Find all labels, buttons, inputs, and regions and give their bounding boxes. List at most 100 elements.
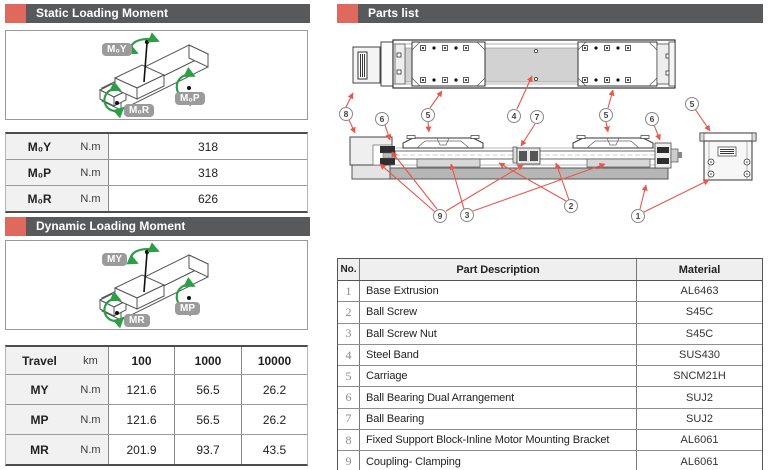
dynamic-moment-diagram: MY MP MR — [5, 240, 308, 330]
coupling-clamp — [380, 158, 395, 165]
yaw-moment-badge: MY — [102, 253, 127, 266]
svg-text:2: 2 — [569, 201, 574, 211]
moment-diagram-figure — [98, 32, 210, 119]
row-value: 201.9 — [109, 435, 175, 464]
part-desc: Carriage — [360, 366, 637, 387]
row-label: MP — [6, 405, 73, 434]
part-desc: Ball Screw Nut — [360, 323, 637, 344]
actuator-side-view — [349, 135, 682, 180]
row-unit: N.m — [73, 405, 109, 434]
part-no: 7 — [338, 408, 360, 430]
svg-text:3: 3 — [465, 210, 470, 220]
table-row: M₀R N.m 626 — [6, 186, 307, 211]
svg-text:8: 8 — [344, 109, 349, 119]
row-value: 56.5 — [175, 375, 242, 404]
table-row: MY N.m 121.6 56.5 26.2 — [6, 375, 307, 405]
row-label: MR — [6, 435, 73, 464]
svg-text:4: 4 — [512, 111, 517, 121]
part-material: SNCM21H — [673, 370, 726, 383]
part-desc: Fixed Support Block-Inline Motor Mountin… — [360, 430, 637, 451]
ball-screw-nut-block — [512, 146, 541, 165]
base-extrusion — [389, 167, 669, 180]
pitch-axis-dot — [187, 86, 191, 90]
svg-text:7: 7 — [535, 112, 540, 122]
row-value: 318 — [197, 165, 219, 180]
row-value: 26.2 — [262, 382, 287, 397]
row-label: M₀Y — [6, 134, 73, 159]
actuator-top-view — [352, 39, 676, 89]
callout-6: 6 — [645, 112, 659, 126]
header-col: 100 — [109, 347, 175, 374]
row-unit: N.m — [73, 134, 109, 159]
table-row: 8 Fixed Support Block-Inline Motor Mount… — [338, 430, 762, 452]
part-no: 5 — [338, 366, 360, 387]
row-value: 56.5 — [175, 405, 242, 434]
table-row: 4 Steel Band SUS430 — [338, 344, 762, 367]
part-material: AL6061 — [680, 455, 719, 468]
header-col: 1000 — [175, 347, 242, 374]
roll-axis-dot — [115, 311, 119, 315]
callout-leader-lines — [345, 75, 711, 213]
callout-4: 4 — [507, 109, 521, 123]
row-unit: N.m — [73, 435, 109, 464]
static-moment-diagram: M₀Y M₀P M₀R — [5, 30, 308, 120]
table-row: MP N.m 121.6 56.5 26.2 — [6, 405, 307, 435]
table-row: 2 Ball Screw S45C — [338, 302, 762, 324]
svg-text:1: 1 — [636, 211, 641, 221]
pitch-axis-dot — [187, 296, 191, 300]
parts-table-header: No. Part Description Material — [338, 259, 762, 281]
part-no: 4 — [338, 344, 360, 366]
part-material: S45C — [685, 327, 714, 340]
row-value: 43.5 — [262, 442, 287, 457]
part-material: AL6061 — [680, 434, 719, 447]
header-accent-square — [5, 4, 26, 23]
callout-7: 7 — [530, 110, 544, 124]
header-accent-square — [5, 217, 26, 236]
parts-table: No. Part Description Material 1 Base Ext… — [337, 258, 763, 470]
svg-text:6: 6 — [380, 114, 385, 124]
part-material: SUJ2 — [686, 391, 713, 404]
row-label: M₀R — [6, 186, 73, 211]
part-material: AL6463 — [680, 285, 719, 298]
yaw-moment-badge: M₀Y — [102, 43, 132, 56]
callout-8: 8 — [339, 107, 353, 121]
dynamic-section-header: Dynamic Loading Moment — [5, 217, 310, 236]
callout-1: 1 — [631, 209, 645, 223]
callout-9: 9 — [433, 209, 447, 223]
row-unit: N.m — [73, 375, 109, 404]
roll-axis-dot — [115, 101, 119, 105]
static-section-header: Static Loading Moment — [5, 4, 310, 23]
callout-6: 6 — [375, 112, 389, 126]
table-row: 7 Ball Bearing SUJ2 — [338, 408, 762, 431]
table-header-row: Travel km 100 1000 10000 — [6, 347, 307, 375]
row-value: 626 — [197, 191, 219, 206]
col-header-desc: Part Description — [360, 259, 637, 280]
table-row: M₀P N.m 318 — [6, 160, 307, 186]
row-value: 93.7 — [175, 435, 242, 464]
part-material: SUJ2 — [686, 412, 713, 425]
parts-exploded-drawing: 8 6 5 4 7 5 6 5 9 3 2 1 — [339, 39, 757, 223]
table-row: 6 Ball Bearing Dual Arrangement SUJ2 — [338, 387, 762, 409]
part-desc: Base Extrusion — [360, 281, 637, 302]
part-no: 9 — [338, 451, 360, 470]
table-row: MR N.m 201.9 93.7 43.5 — [6, 435, 307, 464]
col-header-no: No. — [338, 259, 360, 280]
part-desc: Coupling- Clamping — [360, 451, 637, 470]
roll-moment-badge: M₀R — [124, 104, 155, 117]
header-label: Travel — [6, 347, 73, 374]
coupling-clamp — [380, 146, 395, 153]
svg-text:6: 6 — [650, 114, 655, 124]
row-value: 318 — [197, 139, 219, 154]
callout-2: 2 — [564, 199, 578, 213]
carriage-side-left — [402, 135, 484, 168]
part-desc: Steel Band — [360, 344, 637, 366]
row-label: MY — [6, 375, 73, 404]
static-moment-table: M₀Y N.m 318 M₀P N.m 318 M₀R N.m 626 — [5, 132, 308, 213]
part-no: 2 — [338, 302, 360, 323]
header-col: 10000 — [257, 353, 292, 368]
pitch-moment-badge: MP — [175, 302, 200, 315]
yaw-axis-dot — [144, 249, 150, 255]
part-no: 6 — [338, 387, 360, 408]
part-no: 3 — [338, 323, 360, 344]
